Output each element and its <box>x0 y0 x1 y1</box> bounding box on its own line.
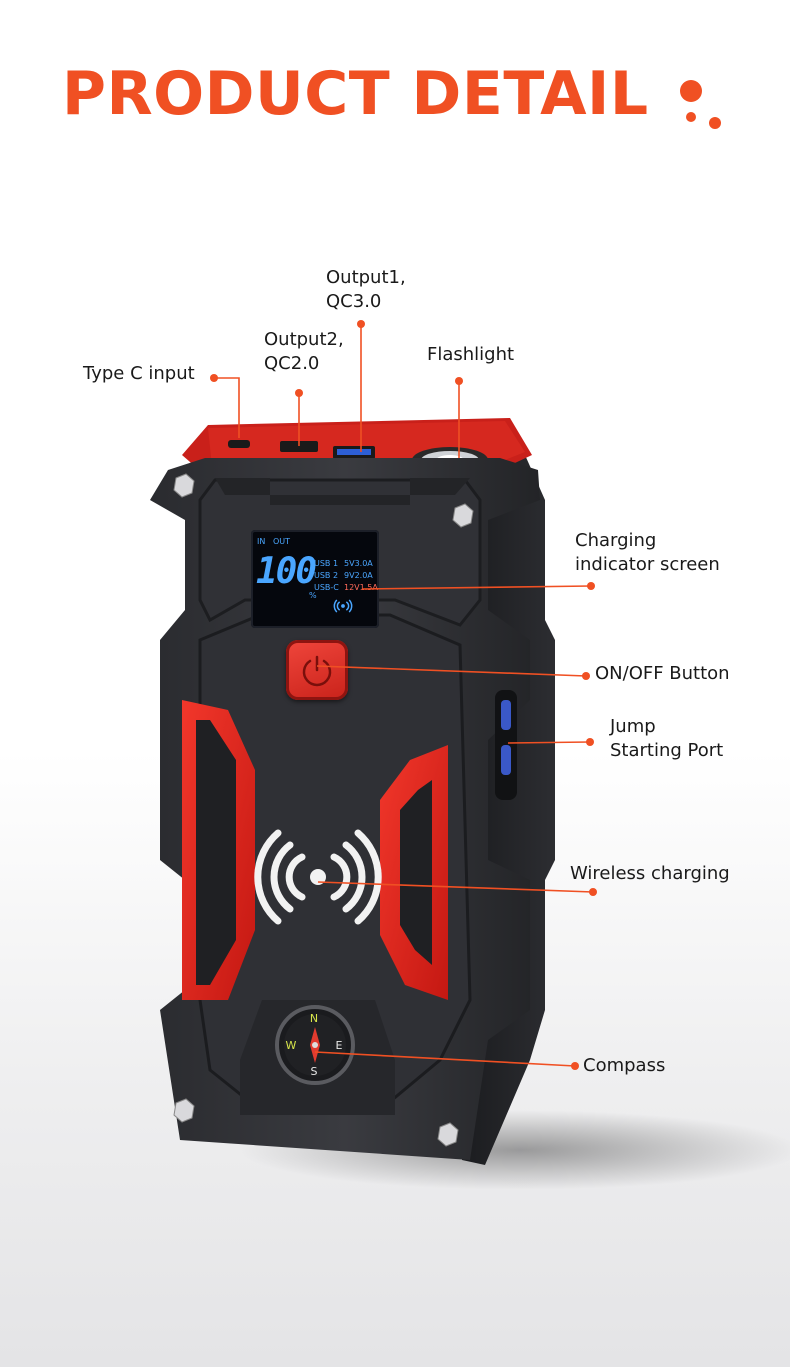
label-type-c-input: Type C input <box>83 363 195 384</box>
lcd-port-2: USB 2 <box>314 571 339 580</box>
on-off-button[interactable] <box>286 640 348 700</box>
label-output2: Output2, QC2.0 <box>264 328 344 376</box>
label-jump-port-line1: Jump <box>610 716 656 737</box>
label-flashlight: Flashlight <box>427 344 515 365</box>
lcd-in-label: IN <box>257 537 266 546</box>
svg-text:S: S <box>311 1065 318 1078</box>
label-jump-port-line2: Starting Port <box>610 740 724 761</box>
svg-text:E: E <box>336 1039 343 1052</box>
usb2-port <box>280 441 318 452</box>
lcd-port-1: USB 1 <box>314 559 339 568</box>
label-output2-line1: Output2, <box>264 329 344 350</box>
label-wireless-charging: Wireless charging <box>570 863 730 884</box>
power-icon <box>302 655 332 687</box>
lcd-wireless-icon <box>333 599 353 613</box>
label-on-off-button: ON/OFF Button <box>595 663 730 684</box>
lcd-out-label: OUT <box>273 537 291 546</box>
label-output1: Output1, QC3.0 <box>326 266 406 314</box>
lcd-percent-sign: % <box>309 591 317 600</box>
page-title: PRODUCT DETAIL <box>62 59 649 129</box>
label-output1-line1: Output1, <box>326 267 406 288</box>
label-output2-line2: QC2.0 <box>264 353 320 374</box>
charging-indicator-screen: IN OUT 100 % USB 1 5V3.0A USB 2 9V2.0A U… <box>251 530 379 628</box>
compass-icon: N E S W <box>275 1005 355 1085</box>
lcd-spec-1: 5V3.0A <box>344 559 373 568</box>
brand-dots-icon <box>680 80 721 129</box>
lcd-port-3: USB-C <box>314 583 339 592</box>
wireless-charging-icon <box>254 829 382 925</box>
type-c-port <box>228 440 250 448</box>
label-charging-screen-line2: indicator screen <box>575 554 720 575</box>
label-compass: Compass <box>583 1055 666 1076</box>
svg-text:W: W <box>286 1039 297 1052</box>
label-output1-line2: QC3.0 <box>326 291 382 312</box>
svg-text:N: N <box>310 1012 318 1025</box>
lcd-spec-3: 12V1.5A <box>344 583 378 592</box>
label-charging-screen-line1: Charging <box>575 530 657 551</box>
lcd-percent-value: 100 <box>256 551 317 592</box>
label-charging-screen: Charging indicator screen <box>575 529 720 577</box>
lcd-spec-2: 9V2.0A <box>344 571 373 580</box>
label-jump-port: Jump Starting Port <box>610 715 723 763</box>
